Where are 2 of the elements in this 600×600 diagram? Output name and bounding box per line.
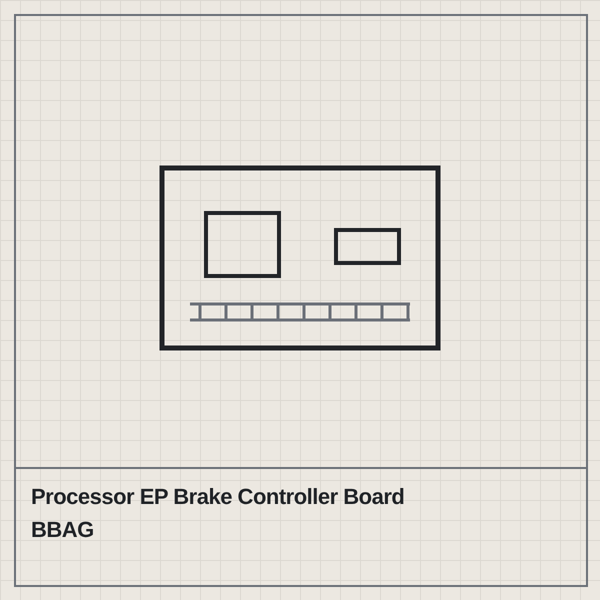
part-code: BBAG [31, 517, 94, 543]
title: Processor EP Brake Controller Board [31, 484, 404, 510]
